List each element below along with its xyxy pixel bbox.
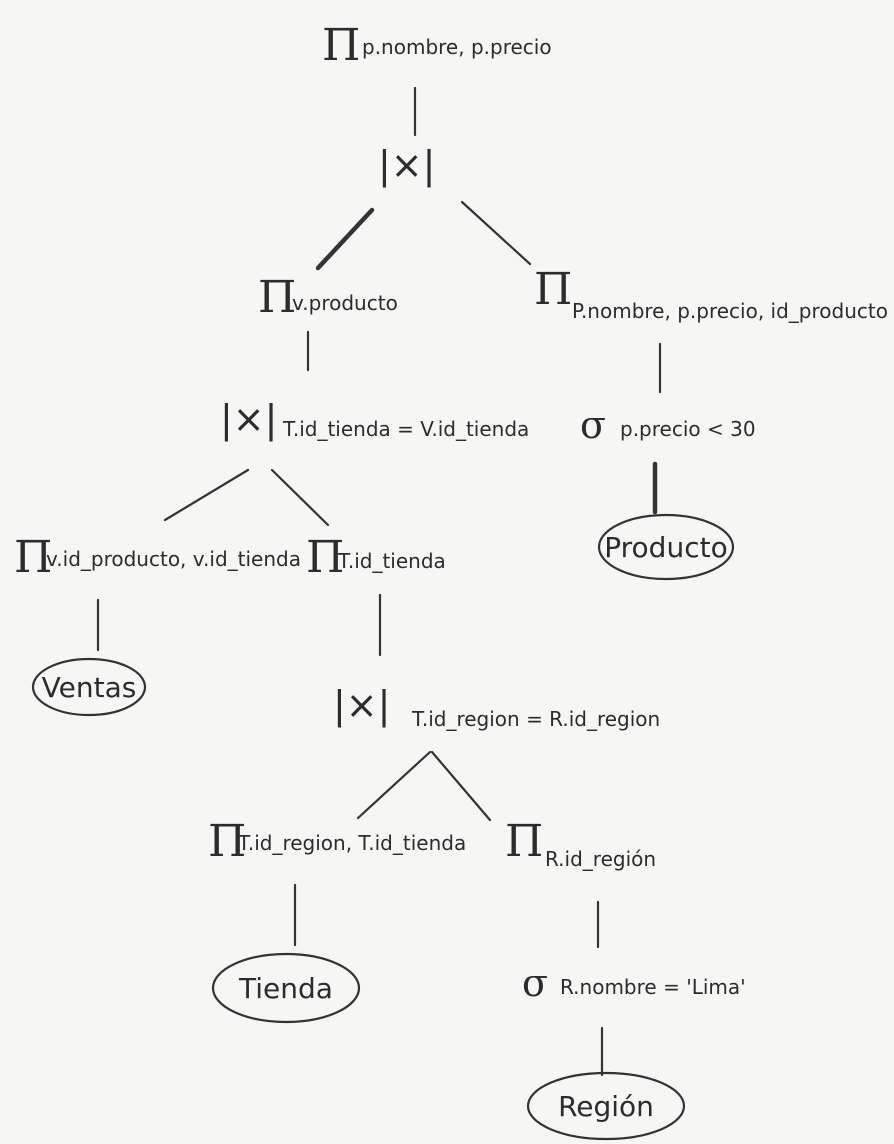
edge-join-tienda-to-tid-projection [270,468,330,527]
join-symbol: |×| [333,683,390,728]
projection-attributes: v.id_producto, v.id_tienda [46,547,301,571]
edge-join-region-to-tienda-projection [356,750,432,820]
selection-condition: R.nombre = 'Lima' [560,975,746,999]
node-join-region: |×| T.id_region = R.id_region [333,683,660,731]
projection-symbol: Π [258,272,296,323]
selection-symbol: σ [522,961,548,1005]
projection-attributes: v.producto [292,291,398,315]
relation-ellipse [597,513,735,581]
projection-symbol: Π [208,816,246,867]
selection-condition: p.precio < 30 [620,417,756,441]
node-join-tienda: |×| T.id_tienda = V.id_tienda [220,397,529,442]
edge-join-region-to-region-projection [430,750,492,822]
node-projection-v-producto: Π v.producto [258,272,398,323]
join-condition: T.id_region = R.id_region [411,707,660,731]
edge-join-tienda-to-ventas-projection [163,468,250,522]
node-relation-tienda: Tienda [211,952,361,1024]
projection-attributes: T.id_region, T.id_tienda [237,831,466,855]
relation-name: Región [558,1090,654,1123]
tree-edges [96,86,662,1077]
projection-attributes: P.nombre, p.precio, id_producto [572,299,888,323]
node-join-top: |×| [378,143,435,188]
node-projection-ventas-attributes: Π v.id_producto, v.id_tienda [14,532,301,583]
projection-symbol: Π [534,264,572,315]
projection-symbol: Π [306,532,344,583]
node-projection-tienda-attributes: Π T.id_region, T.id_tienda [208,816,466,867]
node-projection-t-id-tienda: Π T.id_tienda [306,532,446,583]
node-root-projection: Π p.nombre, p.precio [322,20,552,71]
projection-attributes: T.id_tienda [337,549,446,573]
relation-name: Tienda [238,972,333,1005]
relation-name: Ventas [42,671,137,704]
node-projection-producto-attributes: Π P.nombre, p.precio, id_producto [534,264,888,323]
projection-symbol: Π [322,20,360,71]
projection-symbol: Π [505,816,543,867]
node-selection-precio: σ p.precio < 30 [580,403,756,447]
relation-ellipse [31,657,147,717]
node-relation-region: Región [526,1071,686,1141]
relation-name: Producto [604,531,727,564]
projection-attributes: p.nombre, p.precio [362,35,552,59]
join-symbol: |×| [378,143,435,188]
node-relation-ventas: Ventas [31,657,147,717]
node-projection-r-id-region: Π R.id_región [505,816,656,871]
node-selection-nombre: σ R.nombre = 'Lima' [522,961,746,1005]
relation-ellipse [211,952,361,1024]
projection-attributes: R.id_región [545,847,656,871]
node-relation-producto: Producto [597,513,735,581]
selection-symbol: σ [580,403,606,447]
edge-join-to-left-projection [315,207,375,271]
relation-ellipse [526,1071,686,1141]
edge-join-to-right-projection [460,200,532,266]
join-condition: T.id_tienda = V.id_tienda [282,417,529,441]
projection-symbol: Π [14,532,52,583]
join-symbol: |×| [220,397,277,442]
